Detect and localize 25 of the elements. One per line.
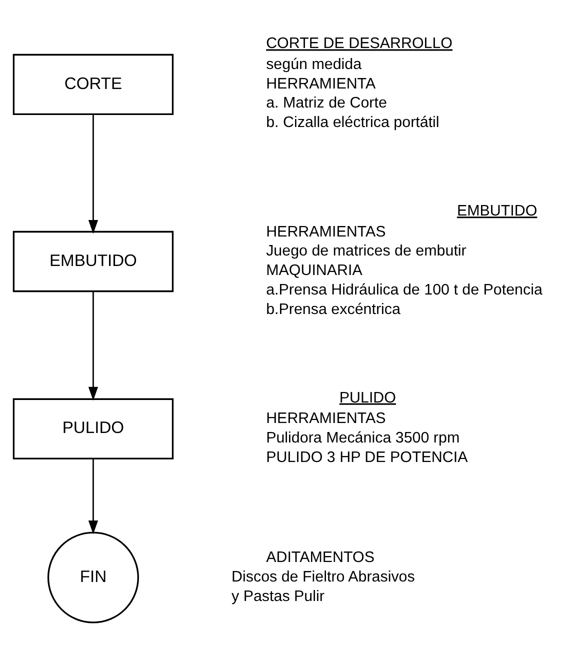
node-label: PULIDO [339,388,396,406]
node-circle: FIN [47,531,139,623]
node-label: EMBUTIDO [456,202,538,220]
node-label: Discos de Fieltro Abrasivos [232,568,415,585]
node-label: MAQUINARIA [266,262,362,279]
node-label: PULIDO 3 HP DE POTENCIA [266,448,468,466]
node-label: Juego de matrices de embutir [266,242,466,260]
node-label: y Pastas Pulir [232,587,324,604]
node-label: a.Prensa Hidráulica de 100 t de Potencia [266,280,542,298]
node-label: a. Matriz de Corte [266,94,387,112]
node-label: b.Prensa excéntrica [266,300,400,318]
arrow [88,291,98,400]
node-label: b. Cizalla eléctrica portátil [266,114,440,131]
node-label: Pulidora Mecánica 3500 rpm [266,428,460,446]
node-label: CORTE DE DESARROLLO [266,34,453,52]
node-label: HERRAMIENTAS [266,410,386,427]
node-label: HERRAMIENTA [266,74,376,92]
node-box: PULIDO [12,398,174,459]
node-box: CORTE [12,53,174,115]
arrow [88,458,98,534]
arrow [88,114,98,234]
node-label: según medida [266,55,362,72]
node-label: ADITAMENTOS [266,548,374,566]
node-label: HERRAMIENTAS [266,222,386,240]
node-box: EMBUTIDO [12,230,174,292]
